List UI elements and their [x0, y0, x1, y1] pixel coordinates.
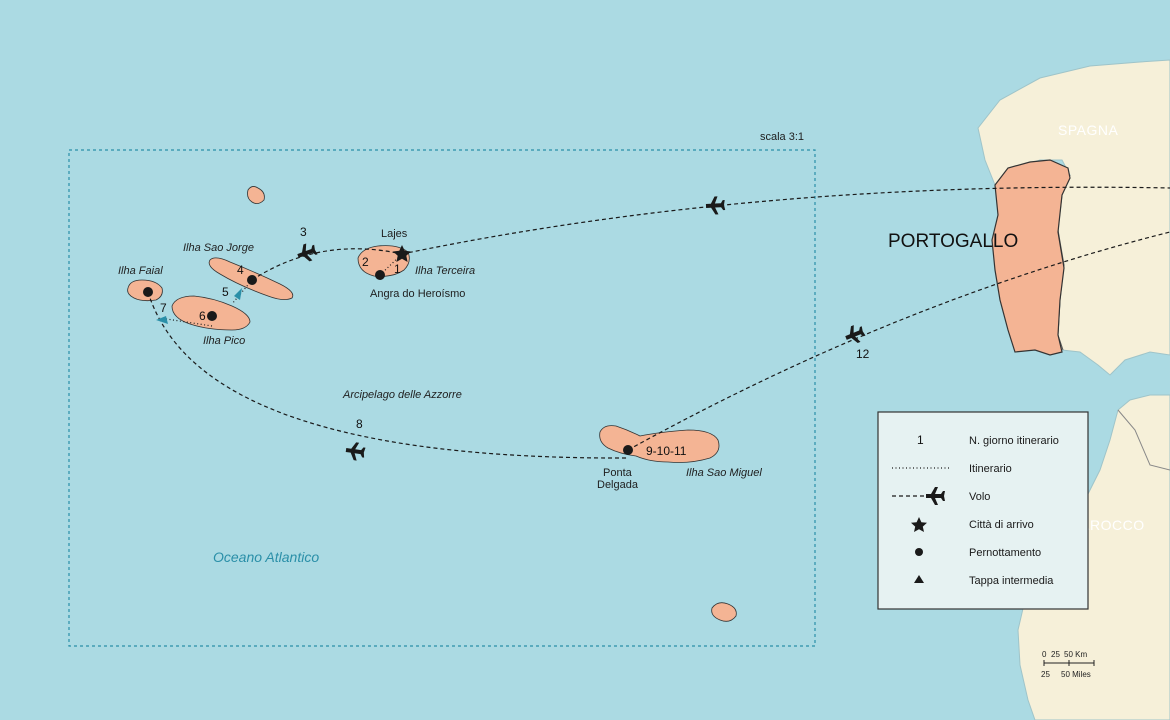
island-santa-maria — [711, 602, 737, 622]
legend-label-flight: Volo — [969, 491, 990, 503]
place-label-delgada: Delgada — [597, 479, 639, 491]
map-legend: 1 N. giorno itinerario Itinerario Volo C… — [877, 411, 1089, 610]
country-border-africa — [1117, 409, 1170, 471]
island-label-pico: Ilha Pico — [203, 335, 245, 347]
legend-box — [877, 411, 1089, 610]
island-corvo-flores — [247, 186, 265, 204]
overnight-dot-faial — [143, 287, 153, 297]
legend-triangle-icon — [914, 575, 924, 583]
country-label-portugal: PORTOGALLO — [888, 231, 1018, 252]
ferry-marker-1 — [234, 288, 242, 300]
legend-symbol-day-number: 1 — [917, 433, 924, 447]
flight-route-return — [627, 231, 1170, 451]
day-number-7: 7 — [160, 301, 167, 315]
inset-scale-label: scala 3:1 — [760, 131, 804, 143]
day-number-6: 6 — [199, 309, 206, 323]
archipelago-label: Arcipelago delle Azzorre — [342, 389, 462, 401]
island-label-sao-miguel: Ilha Sao Miguel — [686, 467, 762, 479]
day-number-8: 8 — [356, 417, 363, 431]
place-label-ponta: Ponta — [603, 467, 633, 479]
overnight-dot-angra — [375, 270, 385, 280]
scale-km-50: 50 Km — [1064, 650, 1087, 659]
azores-inset-frame — [68, 149, 816, 647]
day-number-2: 2 — [362, 255, 369, 269]
scale-miles-50: 50 Miles — [1061, 670, 1091, 679]
arrival-star-icon — [393, 245, 411, 262]
legend-label-arrival: Città di arrivo — [969, 519, 1034, 531]
scale-km-0: 0 — [1042, 650, 1047, 659]
island-label-terceira: Ilha Terceira — [415, 265, 475, 277]
flight-route-outbound — [401, 186, 1170, 255]
place-label-lajes: Lajes — [381, 228, 408, 240]
overnight-dot-ponta-delgada — [623, 445, 633, 455]
overnight-dot-sao-jorge — [247, 275, 257, 285]
portugal-highlight — [991, 159, 1071, 356]
scale-bar: 0 25 50 Km 25 50 Miles — [1041, 650, 1095, 679]
country-label-spain: SPAGNA — [1058, 122, 1118, 138]
legend-label-day-number: N. giorno itinerario — [969, 435, 1059, 447]
legend-label-stop: Tappa intermedia — [969, 575, 1054, 587]
scale-miles-25: 25 — [1041, 670, 1050, 679]
flight-route-terceira-saojorge — [251, 248, 403, 281]
legend-dot-icon — [915, 548, 923, 556]
ocean-label: Oceano Atlantico — [213, 549, 319, 565]
island-label-sao-jorge: Ilha Sao Jorge — [183, 242, 254, 254]
island-label-faial: Ilha Faial — [118, 265, 163, 277]
place-label-angra: Angra do Heroísmo — [370, 288, 465, 300]
day-number-1: 1 — [394, 262, 401, 276]
day-number-12: 12 — [856, 347, 870, 361]
legend-star-icon — [911, 517, 927, 532]
legend-label-itinerary: Itinerario — [969, 463, 1012, 475]
day-number-9-11: 9-10-11 — [646, 444, 687, 458]
legend-label-overnight: Pernottamento — [969, 547, 1041, 559]
ferry-marker-2 — [156, 316, 168, 324]
overnight-dot-pico — [207, 311, 217, 321]
day-number-4: 4 — [237, 263, 244, 277]
day-number-5: 5 — [222, 285, 229, 299]
scale-km-25: 25 — [1051, 650, 1060, 659]
day-number-3: 3 — [300, 225, 307, 239]
flight-route-faial-saomiguel — [147, 291, 629, 459]
